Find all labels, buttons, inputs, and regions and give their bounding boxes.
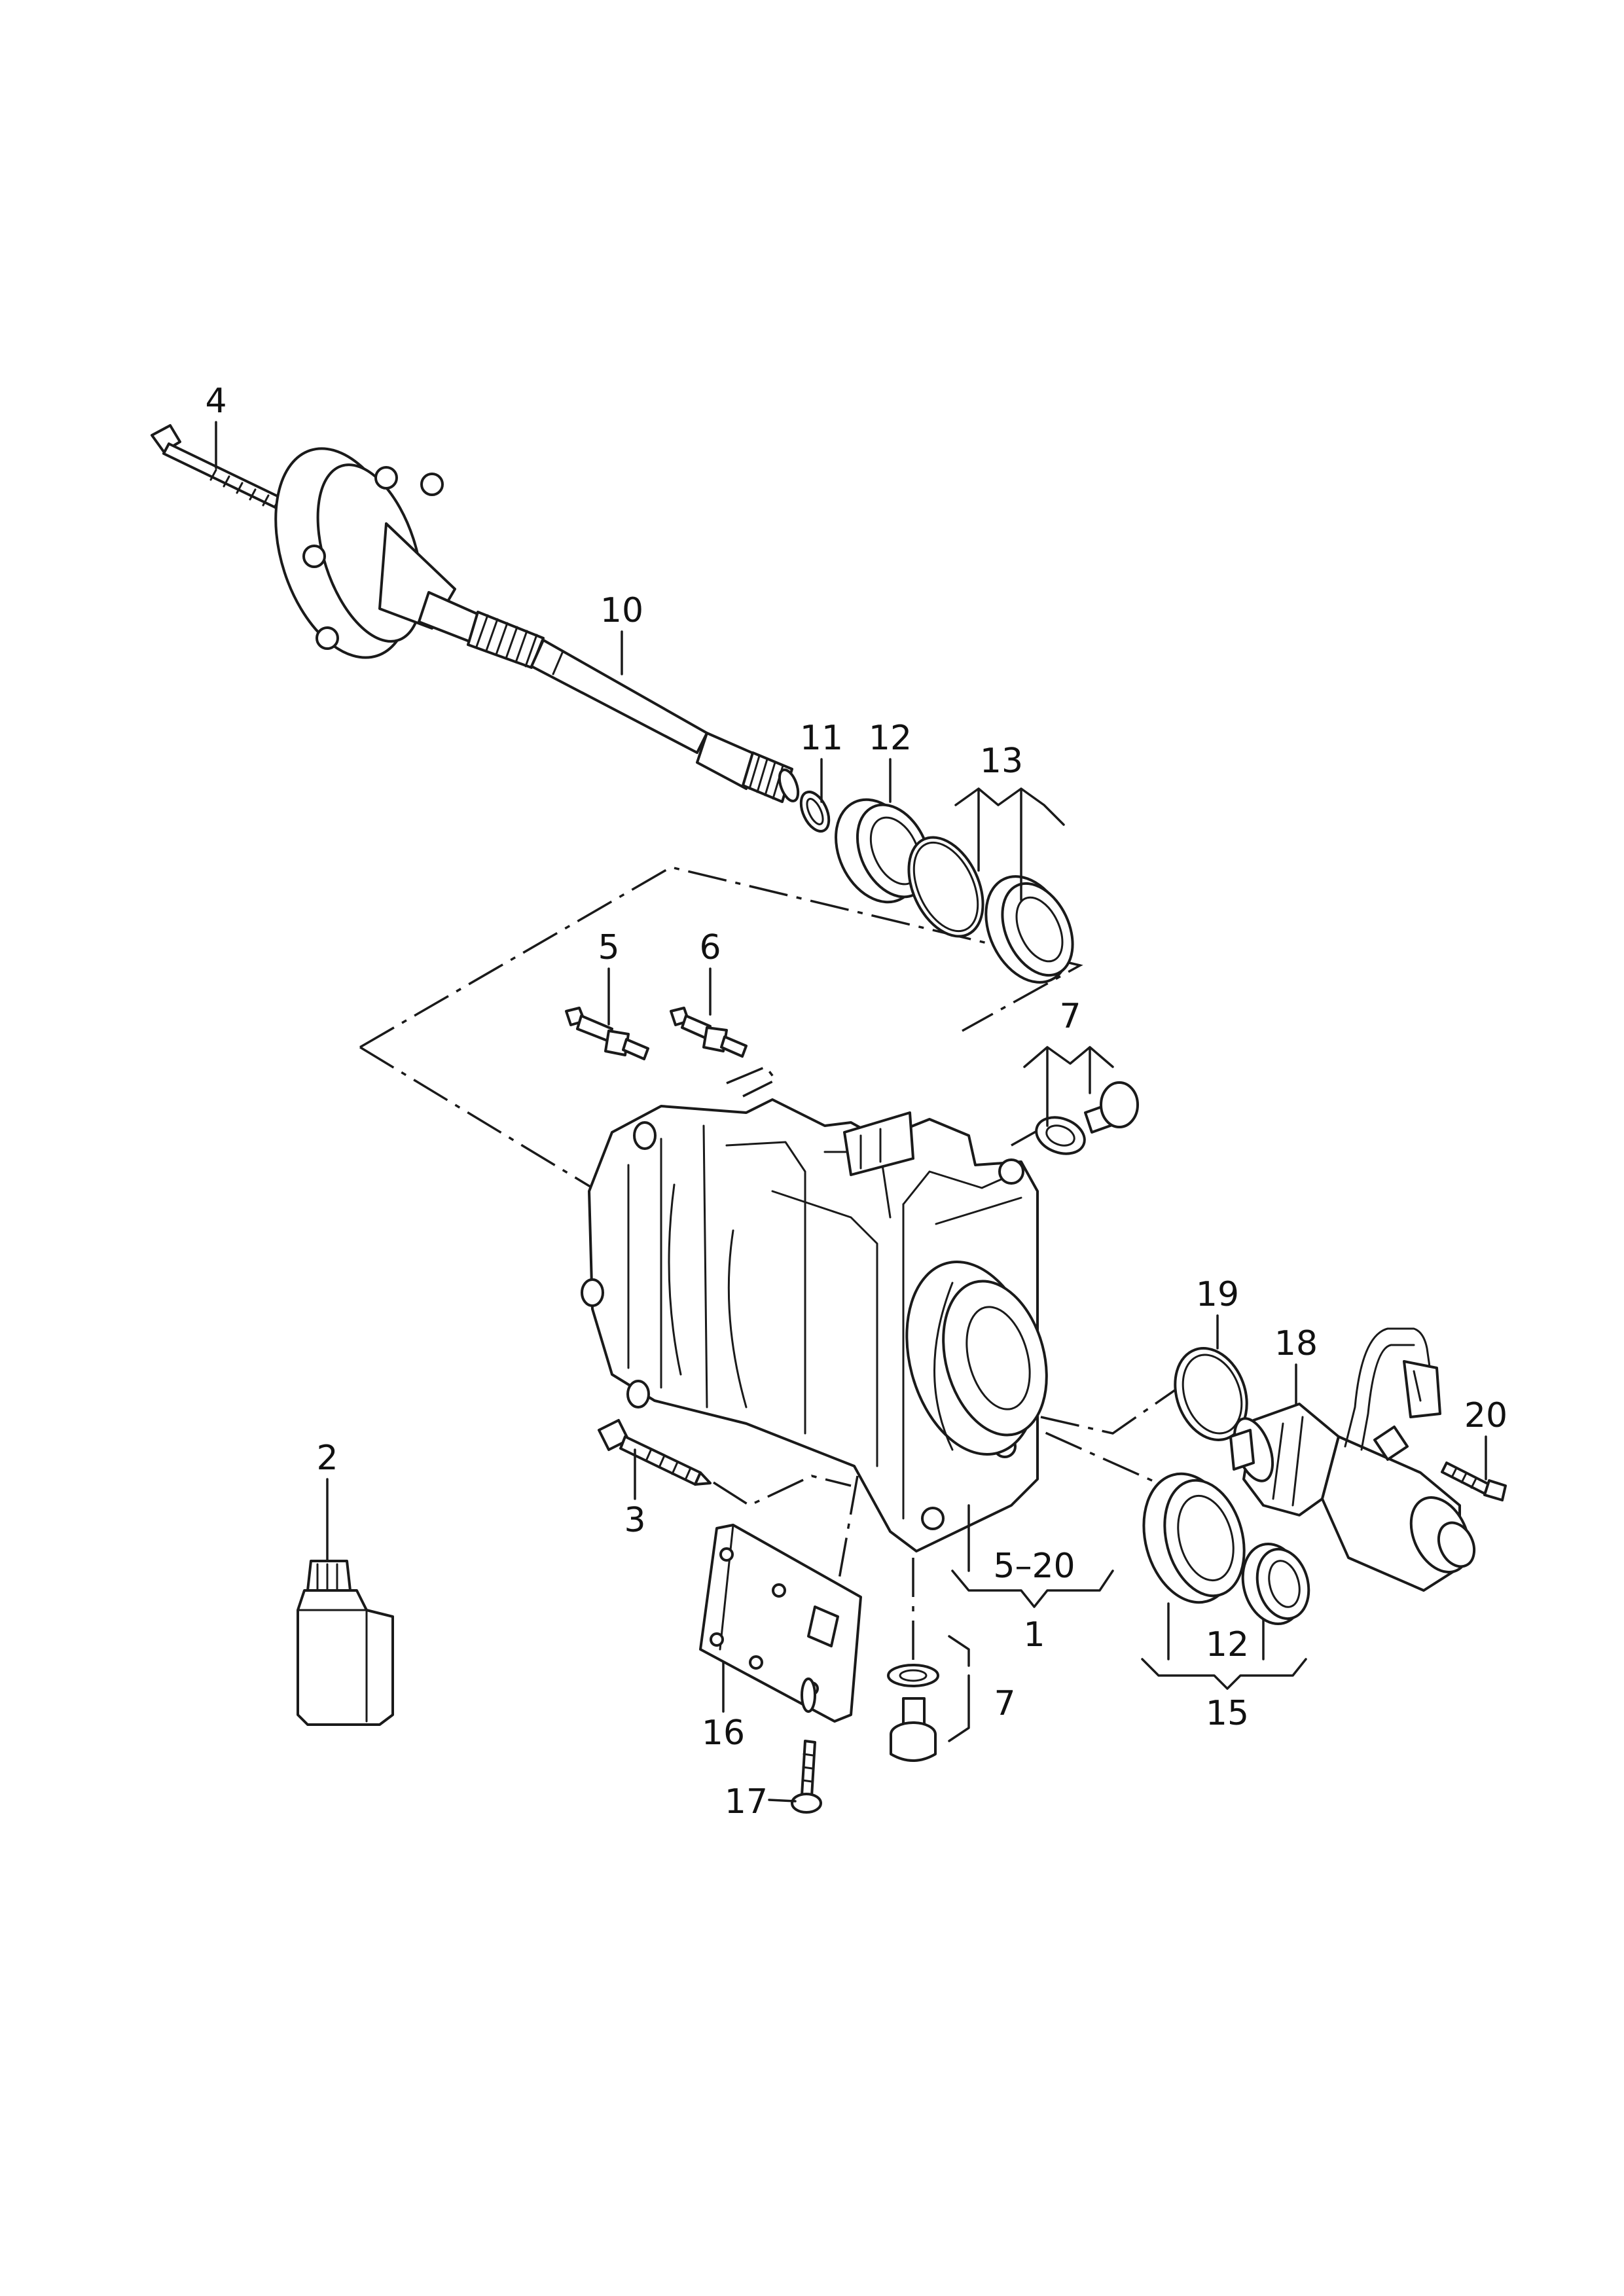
callout-range-5-20: 5–20 [993,1547,1075,1586]
bolt-part-20 [1441,1462,1507,1501]
callout-12-top: 12 [869,719,912,758]
snap-ring-part-11 [799,791,831,833]
seal-part-12-bottom [1241,1542,1310,1626]
bolt-part-3 [598,1419,712,1486]
actuator-motor-part-18 [1229,1327,1476,1592]
callout-18: 18 [1274,1324,1318,1363]
callout-6: 6 [699,928,721,967]
callout-2: 2 [316,1439,338,1478]
drive-shaft-part-10 [274,447,800,803]
drain-plug-part-7-bottom [887,1664,939,1762]
callout-4: 4 [205,382,226,421]
cover-plate-part-16 [699,1524,862,1723]
callout-15: 15 [1206,1694,1249,1733]
callout-16: 16 [702,1713,745,1753]
stud-part-5 [565,1007,649,1060]
leader-lines [215,421,1487,1803]
callout-1: 1 [1023,1615,1045,1655]
callout-17: 17 [725,1782,768,1821]
drain-plug-part-7-top [1035,1081,1139,1155]
callout-20: 20 [1464,1396,1507,1435]
callout-3: 3 [624,1501,645,1540]
seal-part-15 [1142,1472,1246,1604]
callout-19: 19 [1196,1275,1239,1314]
o-ring-part-19 [1174,1347,1248,1441]
circlip-bearing-part-13 [907,836,1074,984]
callout-10: 10 [600,591,643,630]
callout-13: 13 [980,742,1023,781]
callout-7-bottom: 7 [994,1684,1015,1723]
screw-part-17 [791,1740,822,1814]
callout-11: 11 [800,719,843,758]
flange-bolt-part-4 [151,424,288,509]
callout-labels: 4 10 11 12 13 5 6 7 19 18 20 2 3 5–20 1 … [205,382,1507,1821]
callout-7-top: 7 [1059,997,1081,1036]
callout-12-bottom: 12 [1206,1625,1249,1664]
stud-part-6 [670,1007,748,1058]
transfer-housing-part-1 [581,1098,1048,1552]
oil-bottle-part-2 [297,1560,394,1726]
callout-5: 5 [598,928,619,967]
